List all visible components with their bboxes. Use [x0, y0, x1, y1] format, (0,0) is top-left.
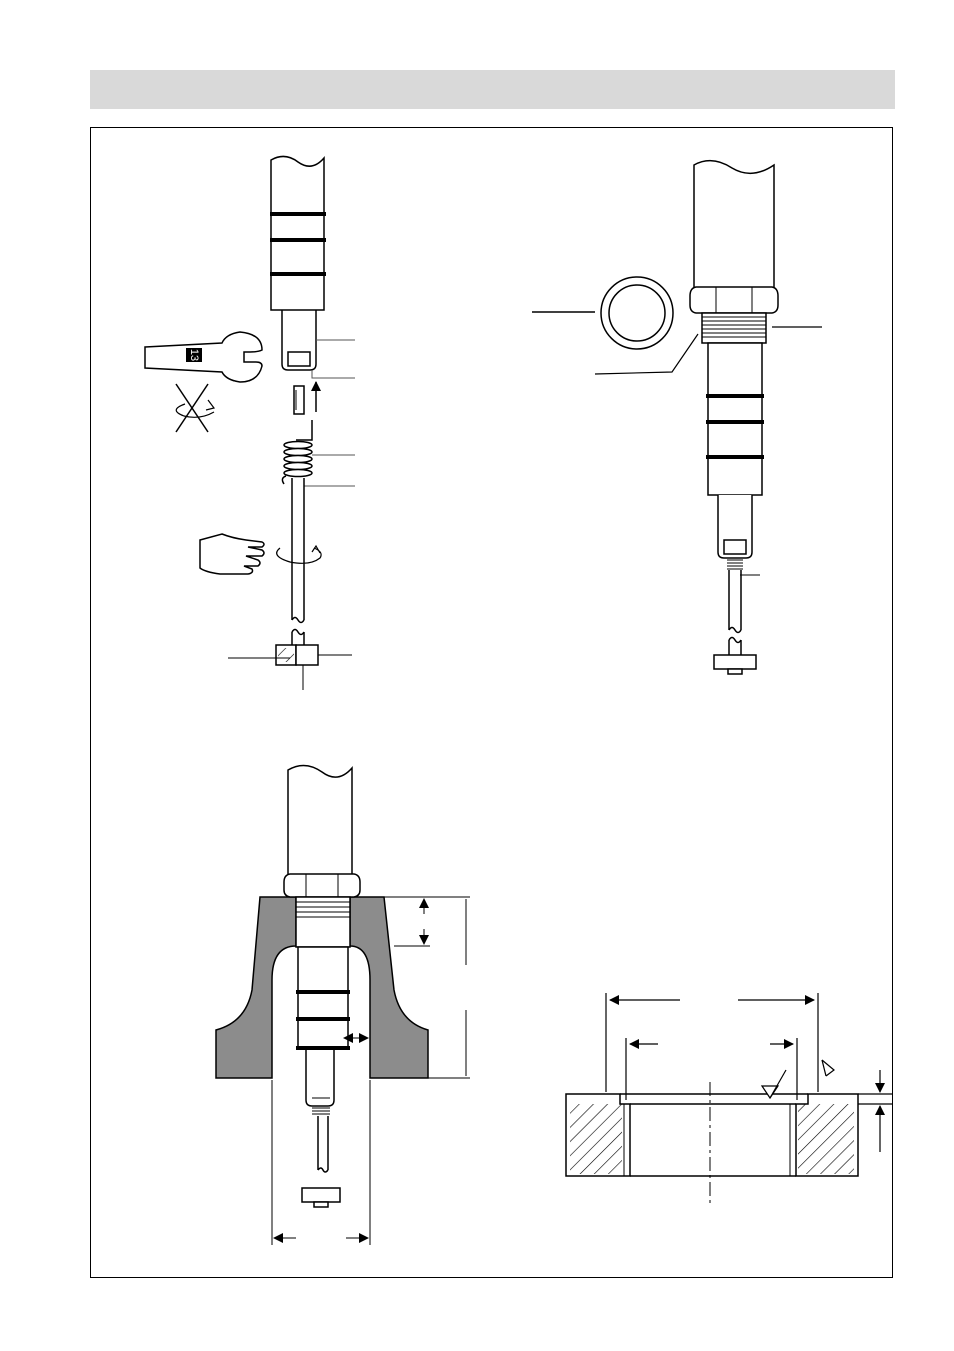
- leader-line: [594, 333, 699, 375]
- electrode-rod: [291, 478, 305, 645]
- nozzle-section-right: [349, 896, 429, 1079]
- wrench-size-label: 13: [188, 349, 200, 361]
- header-bar: [90, 70, 895, 109]
- sealing-ring: [600, 276, 674, 350]
- hand-icon: [199, 533, 265, 575]
- no-rotation-icon: [175, 383, 216, 433]
- o-ring-band: [270, 238, 326, 242]
- electrode-spring: [281, 385, 313, 485]
- figure-frame: [90, 127, 893, 1278]
- figure-electrode-removal: 13: [144, 155, 355, 690]
- electrode-tip: [228, 644, 352, 690]
- o-ring-band: [270, 212, 326, 216]
- probe-body: [270, 155, 326, 371]
- surface-finish-symbol: [760, 1059, 835, 1100]
- dimension-lines-fig4: [605, 993, 892, 1152]
- dimension-lines-fig3: [271, 896, 470, 1245]
- figure-seal-ring: [532, 159, 822, 675]
- figure-installed: [215, 764, 470, 1245]
- figure-weld-socket: [565, 993, 892, 1205]
- nozzle-section-left: [215, 896, 297, 1079]
- wrench-icon: 13: [144, 331, 263, 383]
- o-ring-band: [270, 272, 326, 276]
- leader-lines-fig1: [304, 339, 355, 487]
- rotation-arrow-icon: [276, 544, 322, 564]
